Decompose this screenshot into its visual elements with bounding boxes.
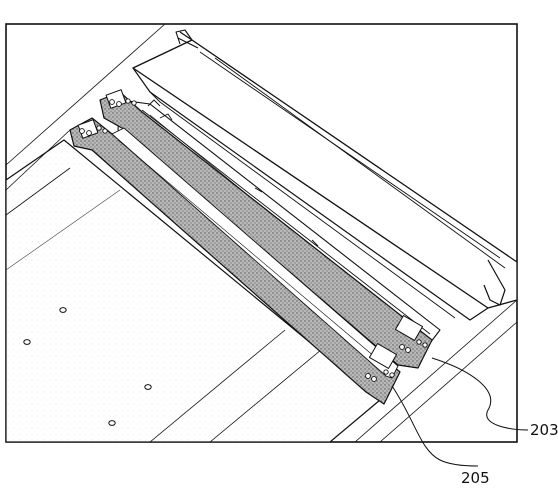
leader-line-203 [431, 357, 529, 431]
strip-gap [111, 127, 399, 379]
near-bracket [394, 315, 424, 341]
ref-numeral-205: 205 [461, 469, 490, 487]
upper-housing [132, 39, 517, 309]
near-bracket [368, 343, 398, 369]
rail-strip-lower [69, 117, 401, 405]
tray-sheet [6, 139, 381, 442]
screw-holes-upper-near [399, 339, 428, 353]
hole [144, 384, 152, 390]
screw-holes-lower-near [365, 369, 395, 382]
screw-holes-lower-far [79, 125, 108, 136]
hole [108, 420, 116, 426]
hole [23, 339, 31, 345]
leader-line-205 [391, 385, 479, 467]
hole [59, 307, 67, 313]
screw-holes-upper-far [109, 98, 137, 107]
ref-numeral-203: 203 [530, 421, 558, 439]
